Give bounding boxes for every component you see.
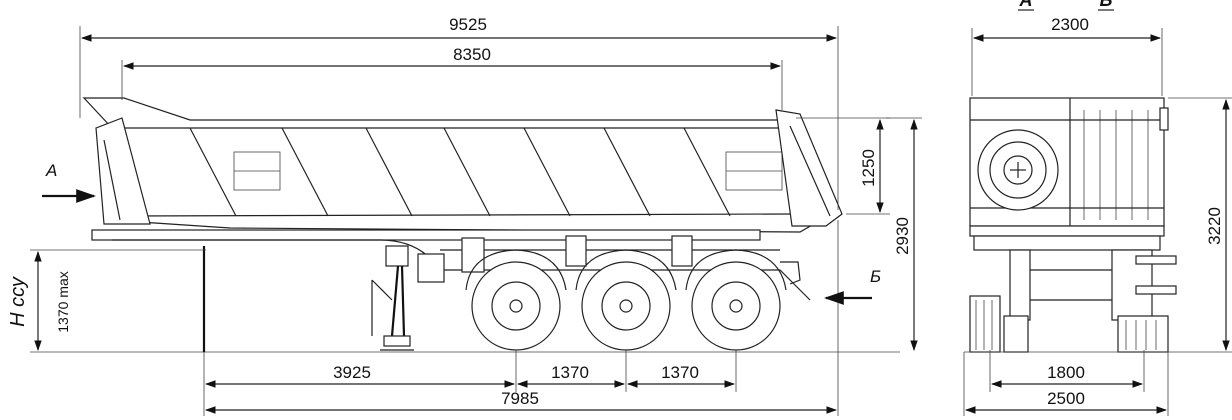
- dim-rear-total-height-label: 3220: [1205, 207, 1224, 245]
- rear-view-title-a: А: [1019, 0, 1033, 10]
- coupling-height-symbol: H ссу: [7, 276, 29, 327]
- dim-axle-spacing-1-label: 1370: [551, 363, 589, 382]
- spare-wheel: [977, 129, 1059, 211]
- dim-overall-width-label: 2500: [1047, 389, 1085, 408]
- dim-kingpin-rear-label: 7985: [501, 389, 539, 408]
- view-b-label: Б: [870, 267, 881, 286]
- dim-axle-spacing-2-label: 1370: [661, 363, 699, 382]
- dim-overall-length-label: 9525: [449, 15, 487, 34]
- dim-body-width-label: 2300: [1051, 15, 1089, 34]
- dim-total-height-label: 2930: [893, 217, 912, 255]
- wheel-3: [691, 261, 781, 351]
- dim-track-width-label: 1800: [1047, 363, 1085, 382]
- rear-wheels-left: [969, 295, 1029, 353]
- mudguard-2: [575, 249, 677, 291]
- wheel-2: [581, 261, 671, 351]
- view-a-label: А: [45, 161, 57, 180]
- dim-body-length-label: 8350: [453, 45, 491, 64]
- dim-side-height-label: 1250: [859, 149, 878, 187]
- rear-view-title-b: Б: [1100, 0, 1113, 10]
- side-view: 9525 8350 1250 2930 1370 max H ссу 3925 …: [7, 15, 922, 416]
- dump-body: [82, 97, 843, 233]
- wheel-1: [471, 261, 561, 351]
- dim-kingpin-axle-label: 3925: [333, 363, 371, 382]
- mudguard-1: [465, 249, 567, 291]
- dim-coupling-height-label: 1370 max: [55, 271, 71, 332]
- mudguard-3: [685, 249, 787, 291]
- rear-wheels-right: [1117, 315, 1169, 353]
- rear-bumper: [780, 261, 801, 285]
- landing-gear: [371, 245, 445, 351]
- rear-view: А Б: [963, 0, 1232, 416]
